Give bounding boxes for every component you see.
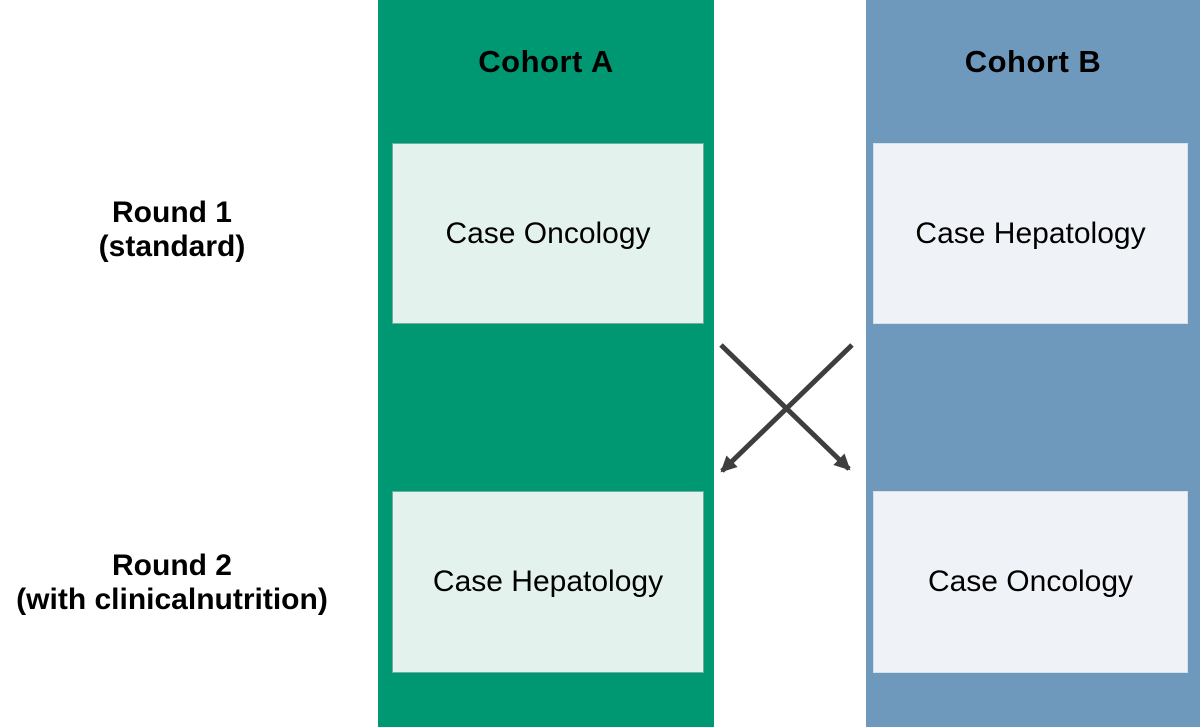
cohort-b-round2-card: Case Oncology — [873, 491, 1188, 673]
arrow-cohort-b-to-a-icon — [720, 343, 854, 473]
round-2-subtitle: (with clinicalnutrition) — [16, 583, 328, 616]
round-1-title: Round 1 — [112, 196, 232, 229]
cohort-b-round1-card: Case Hepatology — [873, 143, 1188, 324]
cohort-a-round1-card: Case Oncology — [392, 143, 704, 324]
round-2-title: Round 2 — [112, 549, 232, 582]
cohort-a-round1-case-label: Case Oncology — [445, 216, 651, 250]
cohort-b-round2-case-label: Case Oncology — [927, 565, 1134, 598]
cohort-b-round1-case-label: Case Hepatology — [915, 216, 1146, 250]
round-2-label: Round 2 (with clinicalnutrition) — [0, 549, 344, 617]
crossover-arrows-graphic — [719, 343, 854, 473]
cohort-a-column: Cohort A Case Oncology Case Hepatology — [378, 0, 714, 727]
round-1-label: Round 1 (standard) — [0, 196, 344, 264]
cohort-b-title: Cohort B — [964, 44, 1102, 79]
cohort-a-round2-case-label: Case Hepatology — [432, 565, 664, 598]
cohort-a-round2-card: Case Hepatology — [392, 491, 704, 673]
cohort-a-title: Cohort A — [478, 44, 614, 79]
cohort-b-column: Cohort B Case Hepatology Case Oncology — [866, 0, 1200, 727]
round-1-subtitle: (standard) — [98, 230, 246, 263]
